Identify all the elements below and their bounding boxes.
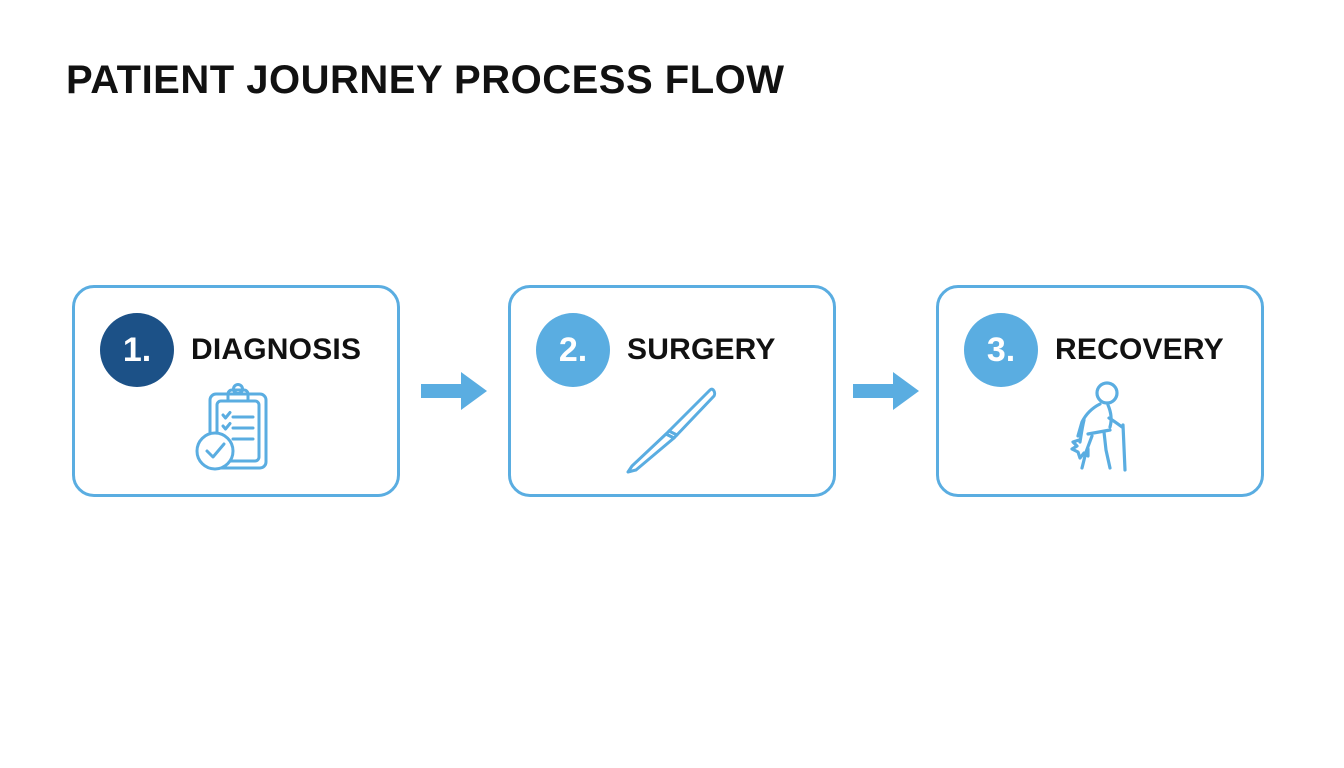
arrow-right-icon — [836, 371, 936, 411]
clipboard-check-icon — [75, 378, 397, 478]
process-flow-diagram: 1. DIAGNOSIS — [72, 285, 1272, 497]
step-card-recovery[interactable]: 3. RECOVERY — [936, 285, 1264, 497]
step-number-badge: 3. — [964, 313, 1038, 387]
step-card-diagnosis[interactable]: 1. DIAGNOSIS — [72, 285, 400, 497]
scalpel-icon — [511, 378, 833, 478]
arrow-right-icon — [400, 371, 508, 411]
step-label: SURGERY — [627, 333, 776, 366]
step-number-badge: 2. — [536, 313, 610, 387]
step-label: RECOVERY — [1055, 333, 1224, 366]
step-label: DIAGNOSIS — [191, 333, 362, 366]
page-title: PATIENT JOURNEY PROCESS FLOW — [66, 58, 785, 102]
step-card-surgery[interactable]: 2. SURGERY — [508, 285, 836, 497]
person-walking-cane-icon — [939, 378, 1261, 478]
step-header: 3. RECOVERY — [964, 313, 1224, 387]
step-number-badge: 1. — [100, 313, 174, 387]
step-header: 2. SURGERY — [536, 313, 776, 387]
step-header: 1. DIAGNOSIS — [100, 313, 361, 387]
